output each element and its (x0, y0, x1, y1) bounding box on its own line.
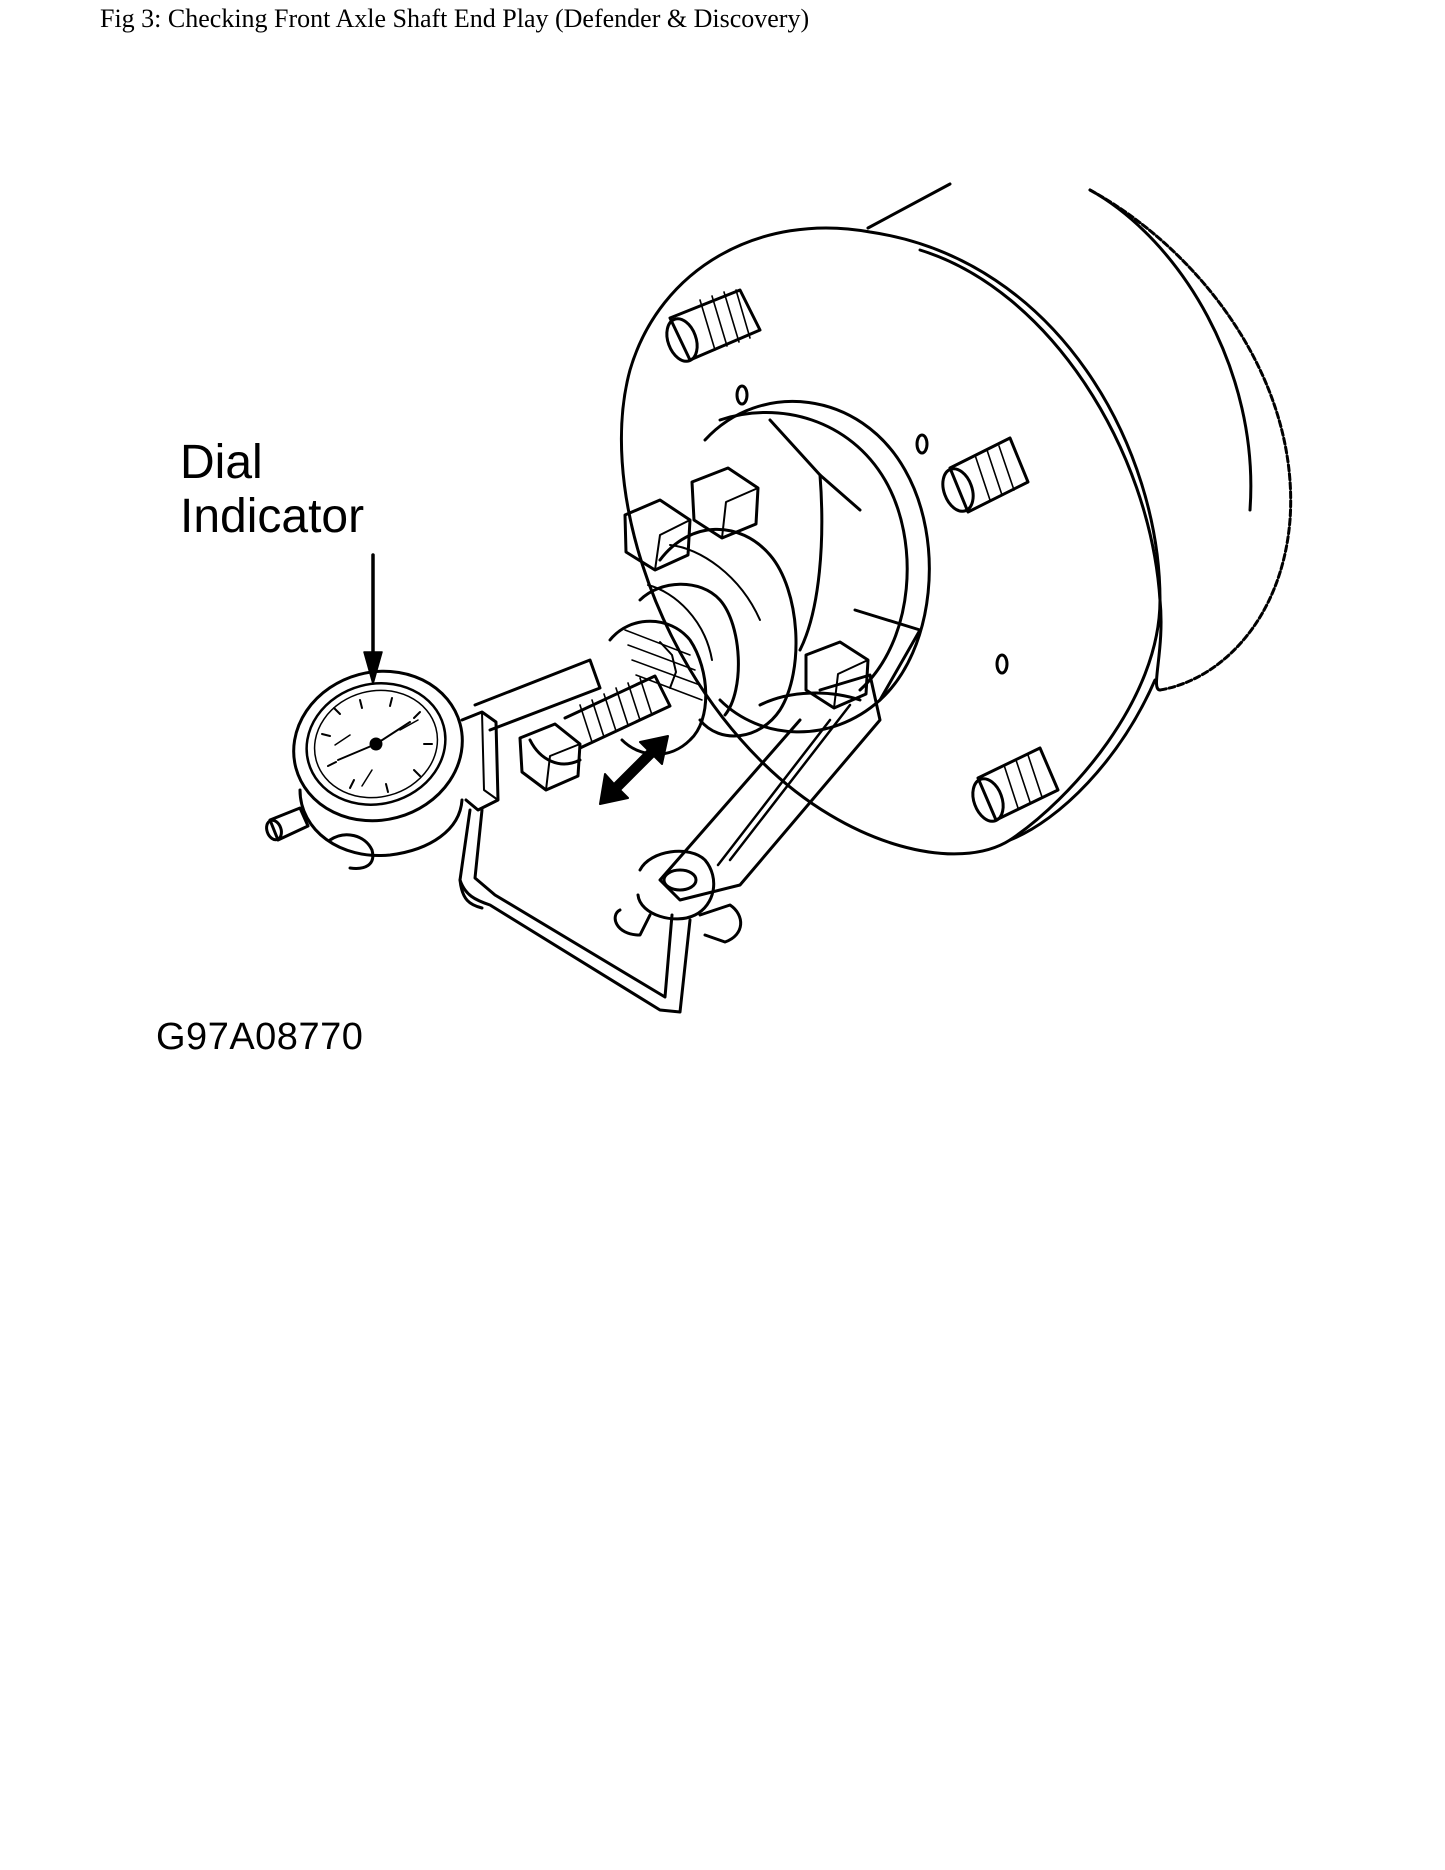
threaded-axle-shaft (563, 674, 672, 750)
wheel-stud-right (941, 436, 1030, 514)
hub-body (703, 399, 931, 734)
hub-bolt-right (690, 466, 760, 540)
dial-label-line2: Indicator (180, 490, 365, 543)
hub-flange (619, 226, 1163, 856)
figure-caption: Fig 3: Checking Front Axle Shaft End Pla… (100, 4, 810, 33)
bracket-bolt (804, 640, 870, 710)
drive-flange-cone (638, 527, 798, 738)
figure-code: G97A08770 (156, 1016, 364, 1058)
dial-indicator-gauge (265, 669, 500, 870)
end-play-direction-arrow (599, 735, 669, 805)
dial-label-line1: Dial (180, 436, 263, 489)
flange-holes (735, 384, 1009, 675)
wheel-stud-bottom (971, 746, 1060, 823)
indicator-mount-rod (473, 658, 602, 766)
dial-indicator-label: Dial Indicator (180, 436, 364, 544)
foreground-bolt (518, 722, 582, 792)
wheel-stud-top (665, 288, 762, 363)
support-rod (458, 808, 692, 1014)
brake-drum (866, 182, 1293, 692)
bracket-clamp-knob (613, 849, 743, 944)
hub-bolt-left (623, 498, 692, 572)
label-pointer-arrow (363, 553, 383, 685)
shaft-retaining-nut (608, 619, 708, 756)
mounting-bracket (658, 673, 882, 902)
